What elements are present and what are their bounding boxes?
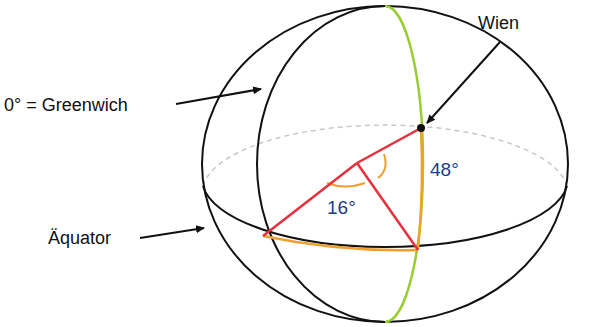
radius-wien [357, 128, 421, 163]
city-label: Wien [478, 14, 519, 32]
angle-label: 16° [327, 198, 356, 217]
leader-arrow [427, 42, 500, 123]
sphere-outline [202, 6, 568, 322]
latitude-arc [418, 128, 422, 250]
greenwich-meridian [257, 6, 385, 322]
longitude-arc [263, 236, 418, 250]
angle-mark-48 [378, 154, 386, 178]
vienna-meridian [385, 6, 423, 322]
leader-arrow [140, 228, 204, 238]
angle-mark-16 [327, 183, 365, 187]
equator-front [203, 186, 567, 247]
meridian-label: 0° = Greenwich [4, 96, 128, 114]
radius-equator [357, 163, 418, 250]
equator-label: Äquator [48, 229, 111, 247]
leader-arrow [176, 89, 261, 104]
angle-label: 48° [430, 160, 459, 179]
radius-greenwich [263, 163, 357, 236]
wien-point [417, 124, 425, 132]
